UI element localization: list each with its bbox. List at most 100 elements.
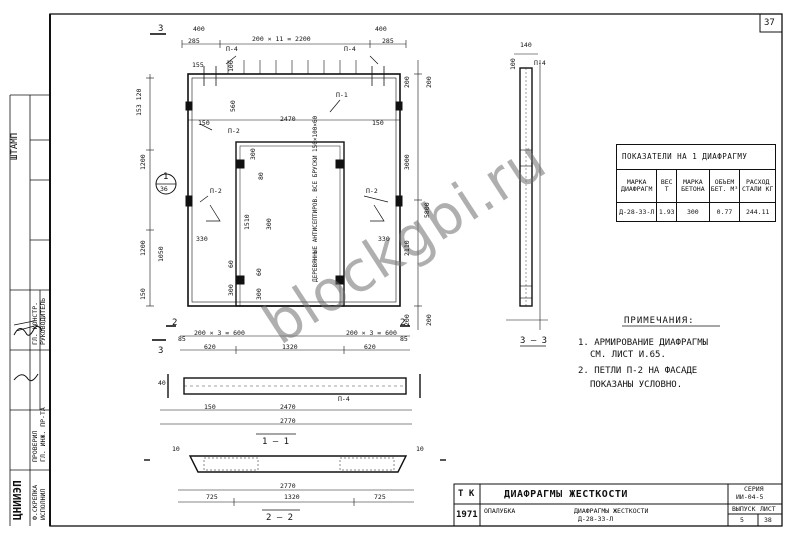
dim-140: 140: [520, 41, 532, 49]
side-stamp-row-3: ПРОВЕРИЛ: [31, 430, 39, 462]
section-marker-2-left: 2: [172, 318, 178, 328]
label-p4-section: П-4: [534, 59, 546, 67]
section-marker-2-right: 2: [400, 318, 406, 328]
indicators-cell: 300: [676, 202, 710, 222]
side-stamp-row-5: ГЛ. КОНСТР.: [31, 301, 39, 345]
dim-1510: 1510: [243, 214, 251, 230]
dim-200-r2: 200: [403, 314, 411, 326]
dim-300-d: 300: [255, 288, 263, 300]
dim-s11-2770: 2770: [280, 417, 296, 425]
dim-s22-10-right: 10: [416, 445, 424, 453]
title-block-sheet-name: ДИАФРАГМЫ ЖЕСТКОСТИ: [574, 507, 649, 515]
dim-330-right: 330: [378, 235, 390, 243]
label-p2-left: П-2: [210, 187, 222, 195]
dim-2470: 2470: [280, 115, 296, 123]
note-line-3: 2. ПЕТЛИ П-2 НА ФАСАДЕ: [578, 366, 698, 376]
dim-s22-725-right: 725: [374, 493, 386, 501]
label-p4-left: П-4: [226, 45, 238, 53]
dim-top-285-right: 285: [382, 37, 394, 45]
side-stamp-row-2: ИСПОЛНИЛ: [39, 488, 47, 520]
dim-s11-2470: 2470: [280, 403, 296, 411]
dim-2110: 2110: [403, 240, 411, 256]
dim-40: 40: [158, 379, 166, 387]
dim-top-285-left: 285: [188, 37, 200, 45]
indicators-cell: 244.11: [739, 202, 776, 222]
section-1-1-label: 1 – 1: [262, 437, 290, 447]
section-3-3-view: [506, 53, 548, 321]
node-number-bottom: 36: [160, 185, 168, 193]
dim-5800: 5800: [423, 202, 431, 218]
indicators-cell: Д-28-33-Л: [615, 202, 658, 222]
label-p4-right: П-4: [344, 45, 356, 53]
dim-top-400-left: 400: [193, 25, 205, 33]
title-block-series-code: ИИ-04-5: [736, 493, 764, 501]
dim-155: 155: [192, 61, 204, 69]
title-block-grid: [453, 483, 783, 527]
section-1-1-view: [160, 374, 421, 435]
title-block-year: 1971: [456, 510, 478, 520]
label-s11-p4: П-4: [338, 395, 350, 403]
dim-560: 560: [229, 100, 237, 112]
section-2-2-view: [144, 455, 446, 511]
dim-150-right: 150: [372, 119, 384, 127]
indicators-table: МАРКА ДИАФРАГМ ВЕС Т МАРКА БЕТОНА ОБЪЕМ …: [615, 144, 776, 222]
dim-153-120: 153 120: [135, 88, 143, 116]
indicators-cell: 1.93: [656, 202, 678, 222]
dim-1200-a: 1200: [139, 154, 147, 170]
title-block-main-title: ДИАФРАГМЫ ЖЕСТКОСТИ: [504, 489, 628, 500]
sheet-number-box: [759, 13, 783, 33]
dim-200-l2: 200: [425, 314, 433, 326]
dim-60-b: 60: [255, 268, 263, 276]
indicators-header: ОБЪЕМ БЕТ. М³: [708, 169, 741, 203]
indicators-cell: 0.77: [708, 202, 741, 222]
dim-top-400-right: 400: [375, 25, 387, 33]
label-p2-right: П-2: [366, 187, 378, 195]
dim-s22-1320: 1320: [284, 493, 300, 501]
title-block-sheet-label: ЛИСТ: [760, 505, 776, 513]
dim-s11-150: 150: [204, 403, 216, 411]
note-line-2: СМ. ЛИСТ И.65.: [590, 350, 666, 360]
indicators-data-row: Д-28-33-Л 1.93 300 0.77 244.11: [615, 202, 776, 222]
dim-200-r1: 200: [403, 76, 411, 88]
indicators-header: РАСХОД СТАЛИ КГ: [739, 169, 776, 203]
title-block-series-label: СЕРИЯ: [744, 485, 764, 493]
dim-620-right: 620: [364, 343, 376, 351]
dim-150-bottom: 150: [139, 288, 147, 300]
title-block-sheet-kind: ОПАЛУБКА: [484, 507, 516, 515]
label-p2-top: П-2: [228, 127, 240, 135]
dim-1050: 1050: [157, 246, 165, 262]
dim-200-l1: 200: [425, 76, 433, 88]
dim-s22-10-left: 10: [172, 445, 180, 453]
dim-top-chain: 200 × 11 = 2200: [252, 35, 311, 43]
dim-300-a: 300: [249, 148, 257, 160]
label-p1: П-1: [336, 91, 348, 99]
side-stamp-row-6: РУКОВОДИТЕЛЬ: [39, 298, 47, 345]
section-3-3-label: 3 – 3: [520, 336, 548, 346]
title-block-mark: Д-28-33-Л: [578, 515, 614, 523]
side-stamp-org: ЦНИИЭП: [11, 480, 24, 520]
title-block-issue-label: ВЫПУСК: [732, 505, 756, 513]
dim-bottom-chain-right: 200 × 3 = 600: [346, 329, 397, 337]
dim-150-left: 150: [198, 119, 210, 127]
side-stamp-row-1: Ф.СКРЕПКА: [31, 484, 39, 520]
title-block-issue: 5: [740, 516, 744, 524]
dim-300-c: 300: [227, 284, 235, 296]
dim-80: 80: [257, 172, 265, 180]
door-note: ДЕРЕВЯННЫЕ АНТИСЕПТИРОВ. ВСЕ БРУСКИ 150×…: [312, 115, 319, 282]
dim-1320: 1320: [282, 343, 298, 351]
dim-60-a: 60: [227, 260, 235, 268]
dim-85-left: 85: [178, 335, 186, 343]
title-block-tk: Т К: [458, 489, 475, 499]
dim-330-left: 330: [196, 235, 208, 243]
dim-s22-2770: 2770: [280, 482, 296, 490]
indicators-header: ВЕС Т: [656, 169, 678, 203]
dim-1200-b: 1200: [139, 240, 147, 256]
main-elevation: [146, 33, 541, 354]
dim-5300: 3000: [403, 154, 411, 170]
node-number-top: 1: [163, 172, 169, 182]
title-block-sheet-no: 38: [764, 516, 772, 524]
indicators-header: МАРКА БЕТОНА: [676, 169, 710, 203]
note-line-4: ПОКАЗАНЫ УСЛОВНО.: [590, 380, 683, 390]
dim-100: 100: [227, 60, 235, 72]
